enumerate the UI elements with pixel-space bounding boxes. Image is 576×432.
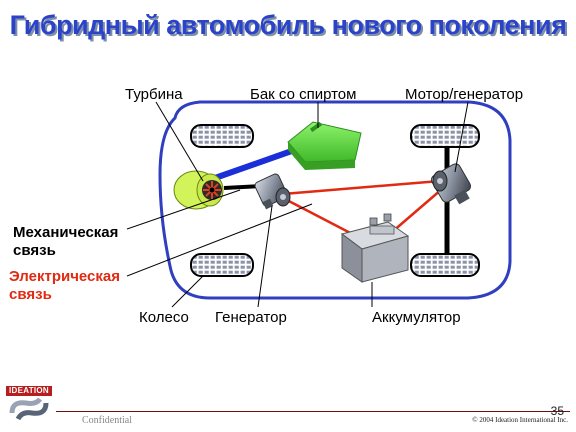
leader-wheel — [171, 275, 204, 308]
footer-copyright: © 2004 Ideation International Inc. — [472, 416, 568, 424]
leader-mechanical — [126, 189, 241, 230]
car-body-outline — [158, 100, 512, 300]
ideation-logo: IDEATION — [6, 379, 52, 425]
leader-turbine — [155, 101, 204, 182]
leader-electrical — [126, 203, 313, 277]
leader-motor — [454, 101, 469, 173]
wheel-front-right — [410, 124, 480, 148]
label-alcohol-tank: Бак со спиртом — [250, 86, 357, 103]
label-generator: Генератор — [215, 309, 287, 326]
footer-confidential: Confidential — [82, 415, 132, 426]
leader-generator — [257, 205, 273, 308]
label-battery: Аккумулятор — [372, 309, 461, 326]
wire-generator-battery — [282, 196, 361, 240]
turbine — [173, 170, 224, 210]
wire-battery-motor — [391, 188, 443, 233]
wheel-front-left — [190, 124, 254, 148]
generator — [254, 173, 291, 210]
label-electrical-link-line2: связь — [9, 286, 52, 303]
label-turbine: Турбина — [125, 86, 183, 103]
label-motor-generator: Мотор/генератор — [405, 86, 524, 103]
page-number: 35 — [550, 404, 564, 418]
wheel-rear-left — [190, 253, 254, 277]
motor-generator — [430, 163, 472, 205]
alcohol-tank — [287, 121, 362, 170]
label-electrical-link-line1: Электрическая — [9, 268, 121, 285]
slide-title: Гибридный автомобиль нового поколения — [9, 10, 567, 40]
footer-rule — [56, 411, 570, 412]
wheel-rear-right — [410, 253, 480, 277]
label-mechanical-link-line1: Механическая — [13, 224, 119, 241]
battery — [340, 213, 410, 283]
fuel-line — [214, 144, 304, 181]
wire-generator-motor — [282, 179, 441, 196]
label-mechanical-link-line2: связь — [13, 242, 56, 259]
label-wheel: Колесо — [139, 309, 189, 326]
logo-text: IDEATION — [6, 386, 52, 396]
